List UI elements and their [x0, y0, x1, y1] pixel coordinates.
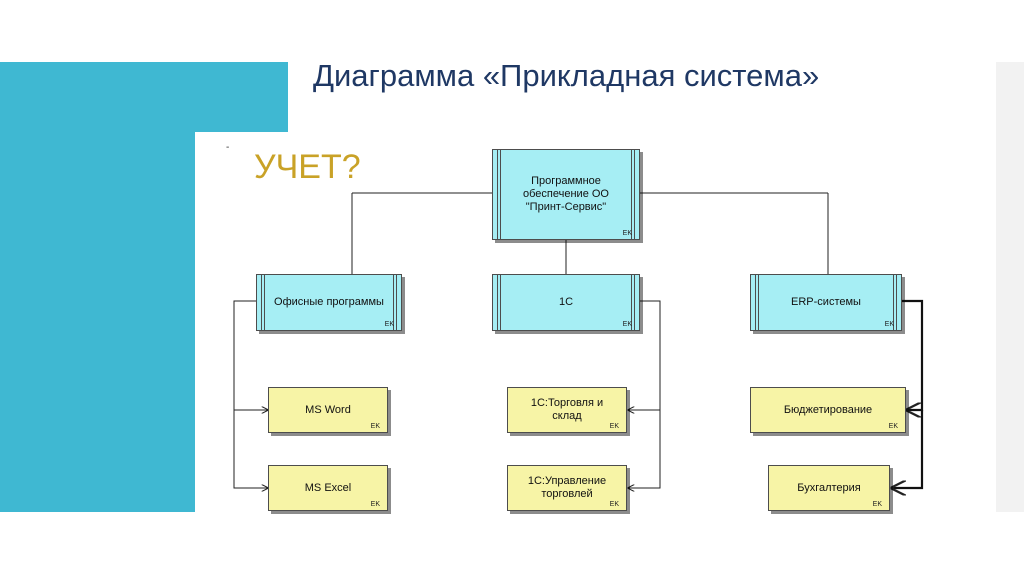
node-ms-excel-tag: EK: [370, 501, 380, 508]
node-1c-trade-warehouse-label: 1С:Торговля и склад: [530, 397, 604, 422]
node-ms-excel: MS Excel EK: [268, 465, 388, 511]
node-root-label: Программное обеспечение ОО "Принт-Сервис…: [523, 175, 609, 213]
node-budgeting: Бюджетирование EK: [750, 387, 906, 433]
node-1c-tag: EK: [622, 321, 632, 328]
node-accounting-tag: EK: [872, 501, 882, 508]
node-accounting: Бухгалтерия EK: [768, 465, 890, 511]
node-budgeting-label: Бюджетирование: [783, 403, 873, 416]
node-office-programs: Офисные программы EK: [256, 274, 402, 331]
slide-title: Диаграмма «Прикладная система»: [313, 58, 820, 93]
node-erp-systems-tag: EK: [884, 321, 894, 328]
node-1c-trade-management: 1С:Управление торговлей EK: [507, 465, 627, 511]
node-erp-systems: ERP-системы EK: [750, 274, 902, 331]
node-1c-label: 1С: [558, 296, 574, 308]
node-root-tag: EK: [622, 230, 632, 237]
node-budgeting-tag: EK: [888, 423, 898, 430]
node-root: Программное обеспечение ОО "Принт-Сервис…: [492, 149, 640, 240]
node-accounting-label: Бухгалтерия: [797, 481, 861, 494]
right-strip: [996, 62, 1024, 512]
node-office-programs-label: Офисные программы: [274, 296, 384, 308]
node-erp-systems-label: ERP-системы: [791, 296, 861, 308]
node-ms-word: MS Word EK: [268, 387, 388, 433]
node-1c-trade-warehouse: 1С:Торговля и склад EK: [507, 387, 627, 433]
node-1c-trade-management-label: 1С:Управление торговлей: [527, 475, 607, 500]
node-1c: 1С EK: [492, 274, 640, 331]
tick-mark: -: [226, 142, 230, 153]
slide-subtitle: УЧЕТ?: [254, 148, 361, 186]
node-1c-trade-management-tag: EK: [609, 501, 619, 508]
node-ms-word-tag: EK: [370, 423, 380, 430]
node-1c-trade-warehouse-tag: EK: [609, 423, 619, 430]
node-ms-word-label: MS Word: [305, 403, 351, 416]
node-office-programs-tag: EK: [384, 321, 394, 328]
node-ms-excel-label: MS Excel: [304, 481, 352, 494]
